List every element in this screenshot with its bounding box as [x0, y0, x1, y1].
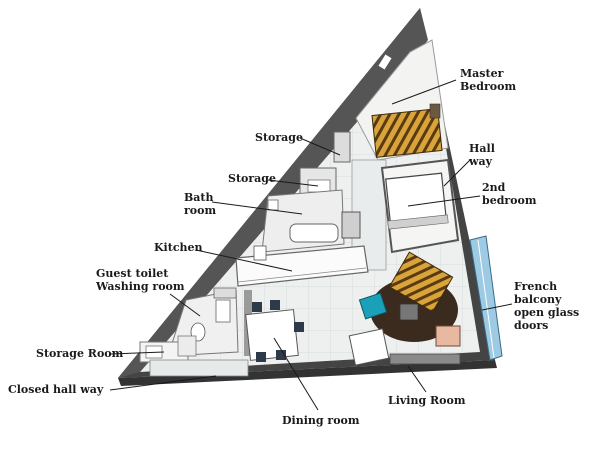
dining-chair [270, 300, 280, 310]
label-kitchen: Kitchen [154, 241, 203, 254]
living-room-area [348, 251, 461, 366]
bathroom-area [261, 189, 361, 253]
label-guest-toilet: Guest toilet Washing room [95, 267, 185, 293]
closed-hall-way-floor [149, 359, 249, 377]
label-living-room: Living Room [388, 394, 466, 407]
label-hall-way: Hall way [468, 142, 499, 168]
tv-bench [389, 353, 461, 365]
dining-chair [276, 350, 286, 360]
bath-sink [267, 199, 279, 211]
kitchen-fridge [253, 245, 267, 261]
label-closed-hall-way: Closed hall way [8, 383, 104, 396]
pink-ottoman [435, 325, 461, 347]
dining-chair [256, 352, 266, 362]
label-dining-room: Dining room [282, 414, 360, 427]
living-sofa [388, 251, 454, 313]
leader-lines [109, 79, 513, 411]
master-bed [371, 103, 443, 158]
kitchen-counter [235, 245, 369, 287]
storage-closet-upper [333, 131, 351, 163]
dining-area [244, 290, 304, 362]
label-storage-upper: Storage [255, 131, 303, 144]
label-second-bedroom: 2nd bedroom [482, 181, 537, 207]
second-bedroom-area [380, 158, 460, 254]
dining-table [245, 309, 299, 361]
dining-chair [252, 302, 262, 312]
white-armchair [348, 328, 390, 366]
label-french-balcony: French balcony open glass doors [514, 280, 583, 332]
teal-armchair [358, 292, 388, 320]
label-storage-room: Storage Room [36, 347, 124, 360]
french-balcony-doors [469, 235, 503, 361]
label-master-bedroom: Master Bedroom [460, 67, 516, 93]
label-storage-lower: Storage [228, 172, 276, 185]
room-labels: Master Bedroom Storage Hall way Storage … [8, 67, 583, 427]
master-window [377, 53, 393, 71]
dining-chair [294, 322, 304, 332]
label-bath-room: Bath room [184, 191, 217, 217]
bathtub [289, 223, 339, 243]
coffee-table [399, 303, 419, 321]
